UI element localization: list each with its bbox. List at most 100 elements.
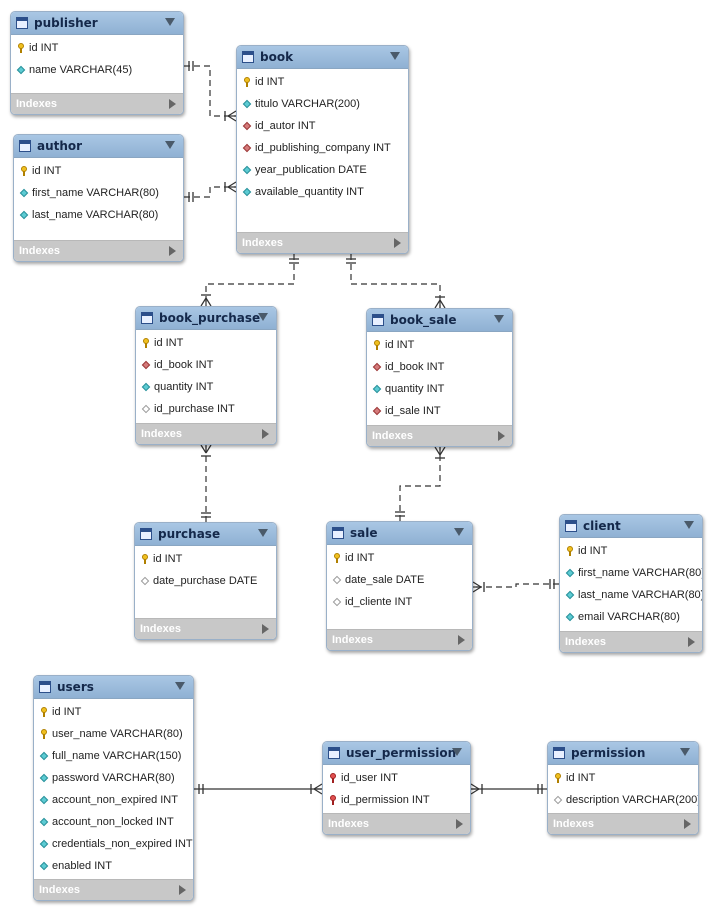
column-row[interactable]: user_name VARCHAR(80) (34, 723, 193, 745)
indexes-section[interactable]: Indexes (323, 813, 470, 834)
expand-arrow-icon[interactable] (498, 431, 505, 441)
collapse-arrow-icon[interactable] (680, 748, 690, 756)
column-row[interactable]: available_quantity INT (237, 181, 408, 203)
column-row[interactable]: id INT (34, 701, 193, 723)
column-row[interactable]: id INT (135, 548, 276, 570)
table-header[interactable]: user_permission (323, 742, 470, 765)
column-label: enabled INT (52, 860, 112, 872)
column-row[interactable]: id INT (367, 334, 512, 356)
indexes-section[interactable]: Indexes (135, 618, 276, 639)
column-row[interactable]: enabled INT (34, 855, 193, 877)
column-row[interactable]: id_book INT (136, 354, 276, 376)
expand-arrow-icon[interactable] (179, 885, 186, 895)
column-row[interactable]: full_name VARCHAR(150) (34, 745, 193, 767)
column-row[interactable]: id_purchase INT (136, 398, 276, 420)
expand-arrow-icon[interactable] (262, 429, 269, 439)
column-row[interactable]: id_user INT (323, 767, 470, 789)
many-cardinality-crowfoot (205, 297, 212, 307)
column-row[interactable]: id_permission INT (323, 789, 470, 811)
expand-arrow-icon[interactable] (169, 246, 176, 256)
expand-arrow-icon[interactable] (262, 624, 269, 634)
indexes-section[interactable]: Indexes (34, 879, 193, 900)
column-row[interactable]: id INT (560, 540, 702, 562)
table-header[interactable]: book_sale (367, 309, 512, 332)
column-row[interactable]: id INT (11, 37, 183, 59)
column-row[interactable]: id_book INT (367, 356, 512, 378)
column-row[interactable]: password VARCHAR(80) (34, 767, 193, 789)
table-client[interactable]: client id INT first_name VARCHAR(80)last_n… (559, 514, 703, 653)
collapse-arrow-icon[interactable] (454, 528, 464, 536)
collapse-arrow-icon[interactable] (494, 315, 504, 323)
column-row[interactable]: last_name VARCHAR(80) (560, 584, 702, 606)
collapse-arrow-icon[interactable] (175, 682, 185, 690)
column-row[interactable]: first_name VARCHAR(80) (14, 182, 183, 204)
indexes-section[interactable]: Indexes (136, 423, 276, 444)
column-row[interactable]: last_name VARCHAR(80) (14, 204, 183, 226)
column-label: id INT (578, 545, 608, 557)
expand-arrow-icon[interactable] (688, 637, 695, 647)
expand-arrow-icon[interactable] (684, 819, 691, 829)
table-header[interactable]: author (14, 135, 183, 158)
column-row[interactable]: id INT (237, 71, 408, 93)
primary-key-icon (16, 43, 26, 53)
column-row[interactable]: id_autor INT (237, 115, 408, 137)
column-row[interactable]: id INT (327, 547, 472, 569)
indexes-section[interactable]: Indexes (237, 232, 408, 253)
column-row[interactable]: id_cliente INT (327, 591, 472, 613)
table-name: book_purchase (159, 311, 261, 325)
indexes-section[interactable]: Indexes (11, 93, 183, 114)
collapse-arrow-icon[interactable] (258, 529, 268, 537)
column-row[interactable]: date_purchase DATE (135, 570, 276, 592)
column-row[interactable]: id INT (14, 160, 183, 182)
column-row[interactable]: id INT (548, 767, 698, 789)
table-header[interactable]: book (237, 46, 408, 69)
table-header[interactable]: permission (548, 742, 698, 765)
column-row[interactable]: id_publishing_company INT (237, 137, 408, 159)
collapse-arrow-icon[interactable] (165, 18, 175, 26)
column-row[interactable]: name VARCHAR(45) (11, 59, 183, 81)
indexes-section[interactable]: Indexes (327, 629, 472, 650)
table-header[interactable]: users (34, 676, 193, 699)
column-row[interactable]: first_name VARCHAR(80) (560, 562, 702, 584)
table-header[interactable]: purchase (135, 523, 276, 546)
expand-arrow-icon[interactable] (458, 635, 465, 645)
indexes-section[interactable]: Indexes (548, 813, 698, 834)
column-row[interactable]: date_sale DATE (327, 569, 472, 591)
expand-arrow-icon[interactable] (169, 99, 176, 109)
expand-arrow-icon[interactable] (456, 819, 463, 829)
indexes-section[interactable]: Indexes (14, 240, 183, 261)
expand-arrow-icon[interactable] (394, 238, 401, 248)
column-row[interactable]: quantity INT (367, 378, 512, 400)
collapse-arrow-icon[interactable] (258, 313, 268, 321)
column-row[interactable]: titulo VARCHAR(200) (237, 93, 408, 115)
table-header[interactable]: publisher (11, 12, 183, 35)
column-row[interactable]: email VARCHAR(80) (560, 606, 702, 628)
indexes-section[interactable]: Indexes (367, 425, 512, 446)
column-row[interactable]: credentials_non_expired INT (34, 833, 193, 855)
column-row[interactable]: id_sale INT (367, 400, 512, 422)
collapse-arrow-icon[interactable] (684, 521, 694, 529)
collapse-arrow-icon[interactable] (452, 748, 462, 756)
column-row[interactable]: year_publication DATE (237, 159, 408, 181)
column-row[interactable]: account_non_expired INT (34, 789, 193, 811)
table-header[interactable]: sale (327, 522, 472, 545)
collapse-arrow-icon[interactable] (165, 141, 175, 149)
table-header[interactable]: client (560, 515, 702, 538)
column-row[interactable]: id INT (136, 332, 276, 354)
collapse-arrow-icon[interactable] (390, 52, 400, 60)
column-row[interactable]: quantity INT (136, 376, 276, 398)
column-row[interactable]: description VARCHAR(200) (548, 789, 698, 811)
column-row[interactable]: account_non_locked INT (34, 811, 193, 833)
table-header[interactable]: book_purchase (136, 307, 276, 330)
indexes-section[interactable]: Indexes (560, 631, 702, 652)
